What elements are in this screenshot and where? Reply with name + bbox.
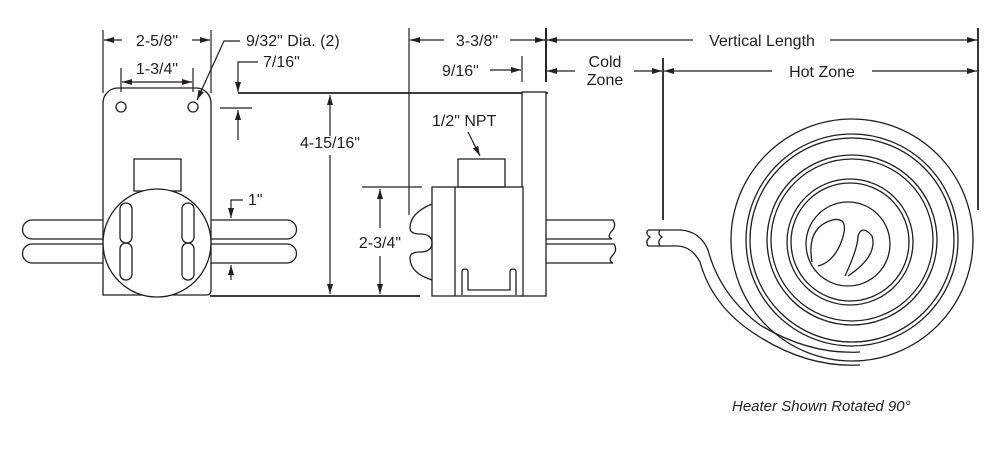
terminal-bulge — [409, 203, 433, 281]
coil-view: Vertical Length Cold Zone Hot Zone — [545, 28, 979, 415]
coil-spiral — [730, 118, 974, 362]
tube-left-lower — [21, 243, 103, 264]
hot-zone-label: Hot Zone — [789, 64, 855, 81]
cold-zone-label-line1: Cold — [589, 54, 622, 71]
rotation-caption: Heater Shown Rotated 90° — [732, 398, 911, 415]
flange-plate — [521, 91, 547, 297]
fitting-callout: 1/2" NPT — [432, 113, 497, 130]
dim-vertical-length: Vertical Length — [709, 33, 815, 50]
coil-lead — [646, 229, 861, 366]
dim-hole-offset: 7/16" — [263, 54, 300, 71]
dim-overall-width: 2-5/8" — [136, 33, 178, 50]
dim-depth: 3-3/8" — [456, 33, 498, 50]
mount-hole-right — [187, 101, 199, 113]
dim-tube-spacing: 1" — [248, 192, 263, 209]
side-view: 4-15/16" 2-3/4" 3-3/8" 9/16" 1/2" NPT — [210, 28, 617, 297]
front-view: 2-5/8" 1-3/4" 9/32" Dia. (2) 7/16" 1" — [21, 30, 340, 298]
tube-right-upper — [211, 219, 298, 240]
dim-hole-spacing: 1-3/4" — [136, 61, 178, 78]
terminal-slots — [119, 202, 195, 281]
clip-channel — [461, 268, 517, 295]
terminal-head — [102, 188, 212, 298]
dim-overall-height: 4-15/16" — [300, 135, 360, 152]
housing — [431, 186, 524, 297]
hole-callout: 9/32" Dia. (2) — [246, 33, 340, 50]
tube-right-lower — [211, 243, 298, 264]
mount-hole-left — [115, 101, 127, 113]
npt-fitting — [457, 158, 506, 188]
dim-housing-height: 2-3/4" — [359, 235, 401, 252]
cold-zone-label-line2: Zone — [587, 72, 624, 89]
dim-flange-thickness: 9/16" — [442, 63, 479, 80]
tube-left-upper — [21, 219, 103, 240]
